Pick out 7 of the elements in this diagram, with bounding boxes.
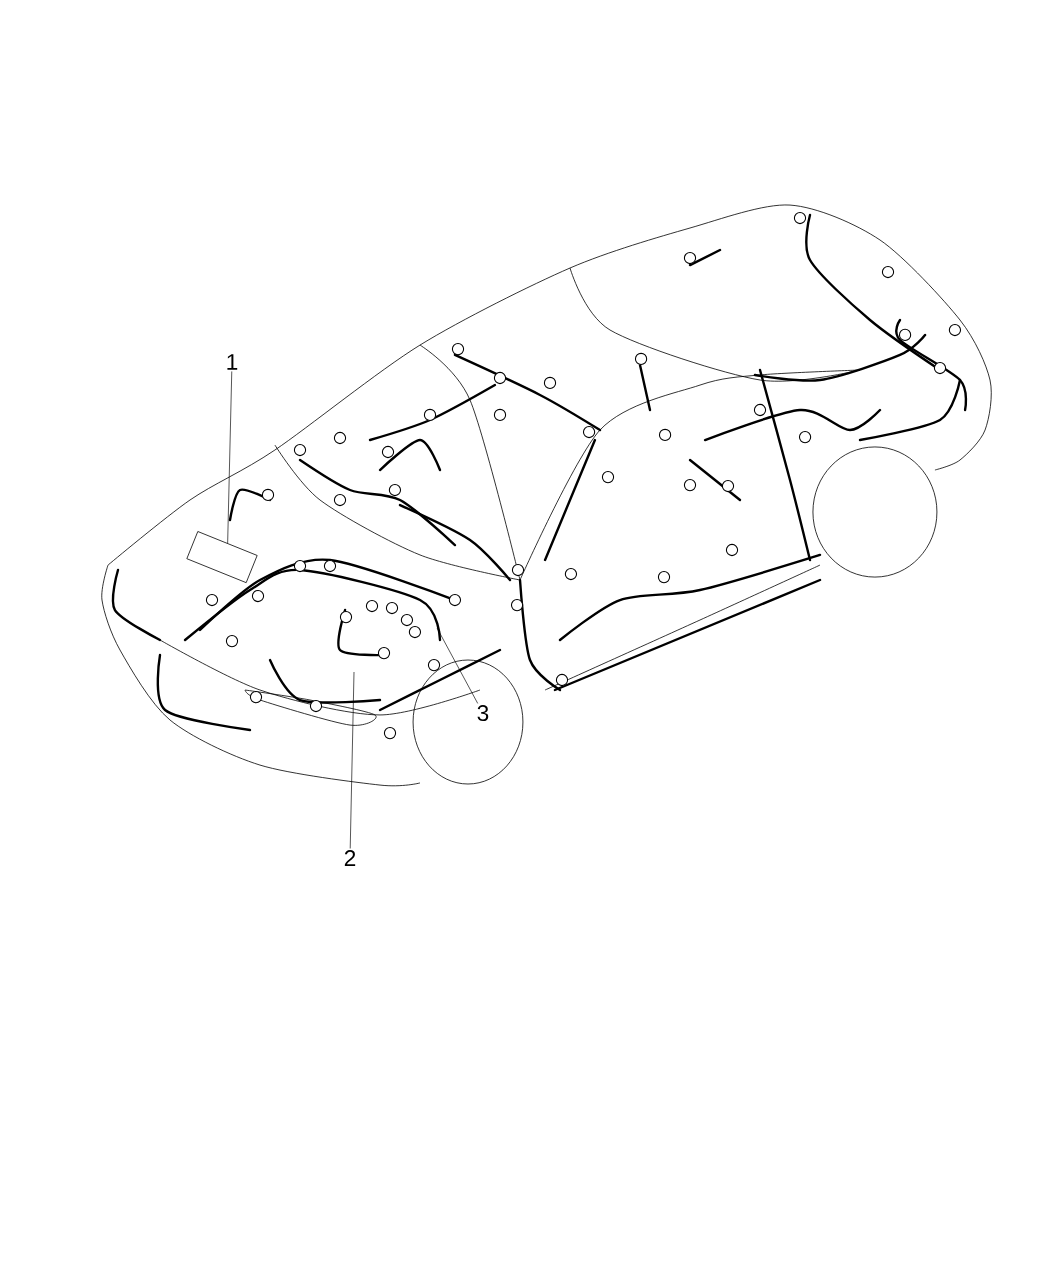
leader-line <box>227 371 233 544</box>
callout-number: 2 <box>344 850 356 866</box>
leader-line <box>349 671 355 849</box>
callout-number: 1 <box>227 354 238 370</box>
control-module-box <box>186 531 258 584</box>
callout-number: 3 <box>477 705 489 722</box>
leader-line <box>436 627 479 704</box>
